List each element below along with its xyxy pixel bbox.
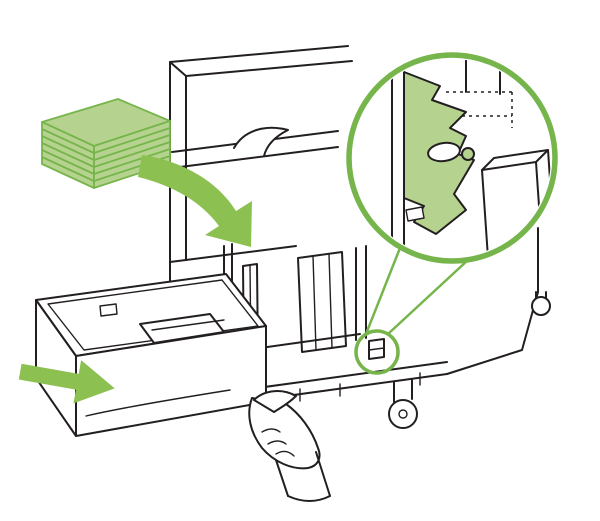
straight-arrow-into-tray — [18, 360, 115, 404]
curved-arrow-into-printer — [138, 155, 252, 247]
hand-pulling-tray — [248, 390, 331, 502]
rail-notches — [299, 372, 421, 402]
detail-bin-top-opening — [481, 149, 549, 171]
front-caster-wheel — [388, 399, 418, 429]
rear-caster-stem — [535, 291, 547, 299]
tray-inner-rim — [47, 279, 259, 351]
guide-tab — [405, 206, 425, 222]
lens-content — [391, 59, 551, 257]
printer-slot-band-bottom — [171, 146, 339, 169]
printer-inner-top-edge — [185, 60, 353, 77]
paper-stack-sheet-lines-right — [93, 127, 171, 182]
hand-finger-line-1 — [261, 428, 281, 433]
tray-inner-plate — [139, 313, 225, 344]
straight-arrow-shape — [18, 360, 115, 404]
hand-thumb — [253, 390, 297, 413]
tray-front-detail-line — [85, 389, 231, 417]
tray-guide-post-right-line-1 — [312, 255, 317, 351]
callout-circle-on-latch — [354, 329, 400, 375]
printer-corner-line — [169, 61, 187, 77]
front-caster-stem — [393, 378, 413, 403]
tray-guide-post-right — [297, 251, 347, 353]
hand-cuff — [287, 495, 331, 502]
paper-sheet-in-slot — [233, 126, 289, 157]
callout-line-right — [387, 259, 469, 335]
tray-inner-plate-line — [151, 319, 225, 331]
hand-wrist-inner — [275, 459, 289, 497]
guide-knob — [427, 141, 461, 163]
magnifier-callout — [354, 247, 469, 375]
rear-caster-wheel — [531, 296, 551, 316]
callout-line-left — [364, 247, 402, 335]
paper-stack — [41, 98, 171, 189]
front-caster — [388, 378, 418, 429]
rear-caster — [531, 291, 551, 316]
tray-guide-post-right-line-2 — [328, 253, 333, 349]
tray-latch — [99, 303, 118, 317]
printer-bottom-front-edge — [446, 291, 539, 375]
guide-nub — [461, 147, 475, 161]
detail-bin-right-wall — [547, 149, 551, 239]
hand-palm — [248, 397, 321, 470]
tray-left-face — [35, 299, 77, 437]
front-caster-hub — [398, 409, 408, 419]
hand-wrist-outer — [315, 451, 331, 497]
hand-finger-line-2 — [267, 440, 287, 445]
paper-tray — [35, 273, 267, 437]
rail-latch-line — [368, 347, 385, 351]
hand-finger-line-3 — [275, 450, 295, 457]
paper-stack-sheet-lines-left — [41, 128, 95, 182]
magnifier-lens — [346, 52, 558, 264]
